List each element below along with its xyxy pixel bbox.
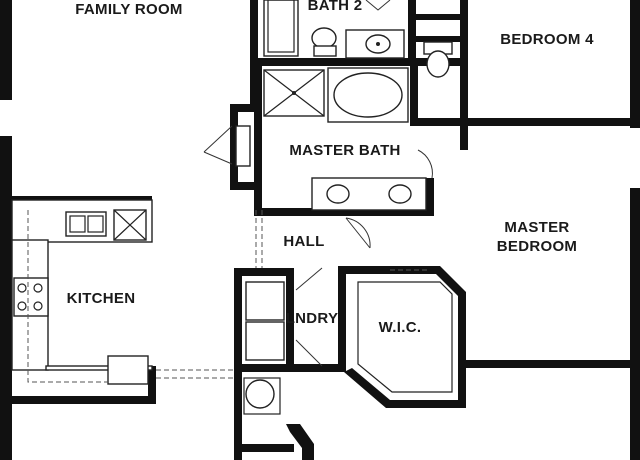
sink-master-right: [388, 184, 412, 204]
wall-right-lower: [630, 188, 640, 460]
label-laundry: LNDRY: [286, 310, 339, 327]
range-cooktop: [13, 277, 49, 317]
door-swing-closet: [203, 125, 233, 165]
label-bedroom-4: BEDROOM 4: [500, 31, 594, 48]
wall-bottom-angle: [286, 424, 314, 460]
washer: [245, 281, 285, 321]
wall-mbath-right-low: [426, 178, 434, 216]
wall-mbath-inner-left: [254, 64, 262, 214]
hall-laundry-fixtures: [243, 210, 453, 415]
lower-counter-edge: [45, 365, 153, 371]
wall-mbath-top-left: [230, 104, 260, 112]
sink-master-left: [326, 184, 350, 204]
bathtub-inner: [267, 0, 295, 53]
wall-left-upper: [0, 0, 12, 100]
wall-bath2-bottom: [250, 58, 466, 66]
door-leaf-laundry-2: [295, 339, 323, 367]
door-swing-mbath: [417, 149, 433, 179]
toilet-bowl-bd4: [426, 50, 450, 78]
wall-family-right: [250, 0, 258, 104]
wall-bedroom4-left: [460, 0, 468, 150]
wall-laundry-top: [234, 268, 294, 276]
wall-bath2-right: [408, 0, 416, 64]
sink-bowl-left: [69, 215, 86, 233]
sink-bowl-right: [87, 215, 104, 233]
linen-shelf: [235, 125, 251, 167]
wall-mbath-left: [230, 104, 238, 188]
burner-3: [17, 301, 27, 311]
label-family-room: FAMILY ROOM: [75, 1, 182, 18]
water-heater: [245, 379, 275, 409]
opening-dashes: [156, 369, 234, 379]
wic-shelf-outline: [357, 281, 453, 393]
toilet-tank-bath2: [313, 45, 337, 57]
wall-laundry-right: [286, 268, 294, 370]
door-swing-master: [345, 217, 371, 249]
door-leaf-master: [345, 217, 371, 249]
label-bath-2: BATH 2: [308, 0, 363, 14]
drain-bath2: [376, 42, 380, 46]
wall-kitchen-bottom: [12, 396, 156, 404]
room-labels: FAMILY ROOM BATH 2 BEDROOM 4 MASTER BATH…: [67, 0, 594, 336]
bathtub: [263, 0, 299, 57]
burner-2: [33, 283, 43, 293]
wall-bedroom4-bottom: [466, 118, 640, 126]
burner-1: [17, 283, 27, 293]
wall-right-upper: [630, 0, 640, 128]
kitchen-fixtures: [11, 199, 234, 385]
wall-left-lower: [0, 136, 12, 460]
wall-master-bottom: [464, 360, 640, 368]
wall-laundry-bottom: [234, 364, 346, 372]
wall-closet-2: [416, 36, 466, 42]
label-hall: HALL: [283, 233, 324, 250]
label-master-bath: MASTER BATH: [289, 142, 400, 159]
label-master-bedroom-line1: MASTER: [504, 219, 569, 236]
bath-2-fixtures: [263, 0, 405, 59]
shower-drain: [292, 91, 296, 95]
master-bath-fixtures: [203, 67, 433, 211]
soaking-tub: [333, 72, 403, 118]
hall-opening: [255, 210, 263, 268]
wall-wic: [344, 266, 466, 408]
bedroom-4-toilet: [423, 41, 453, 78]
door-swing-bath2: [365, 0, 391, 11]
label-wic: W.I.C.: [379, 319, 422, 336]
wall-wic-left: [338, 266, 346, 372]
door-leaf-laundry: [295, 267, 323, 291]
fridge: [107, 355, 149, 385]
dryer: [245, 321, 285, 361]
water-heater-box: [243, 377, 281, 415]
wall-closet: [416, 14, 466, 20]
wall-mbath-shelf: [410, 118, 466, 126]
wall-bottom-left: [234, 444, 294, 452]
toilet-bowl-bath2: [311, 27, 337, 49]
wall-mbath-bottom: [254, 208, 434, 216]
wall-kitchen-counter-top: [12, 196, 152, 202]
cabinet-outline: [27, 210, 108, 383]
wall-mbath-bottom-left: [230, 182, 260, 190]
wall-mbath-right-up: [410, 64, 418, 126]
dishwasher-x2: [113, 209, 147, 241]
burner-4: [33, 301, 43, 311]
wall-kitchen-pantry: [148, 366, 156, 404]
label-master-bedroom-line2: BEDROOM: [497, 238, 577, 255]
label-kitchen: KITCHEN: [67, 290, 136, 307]
